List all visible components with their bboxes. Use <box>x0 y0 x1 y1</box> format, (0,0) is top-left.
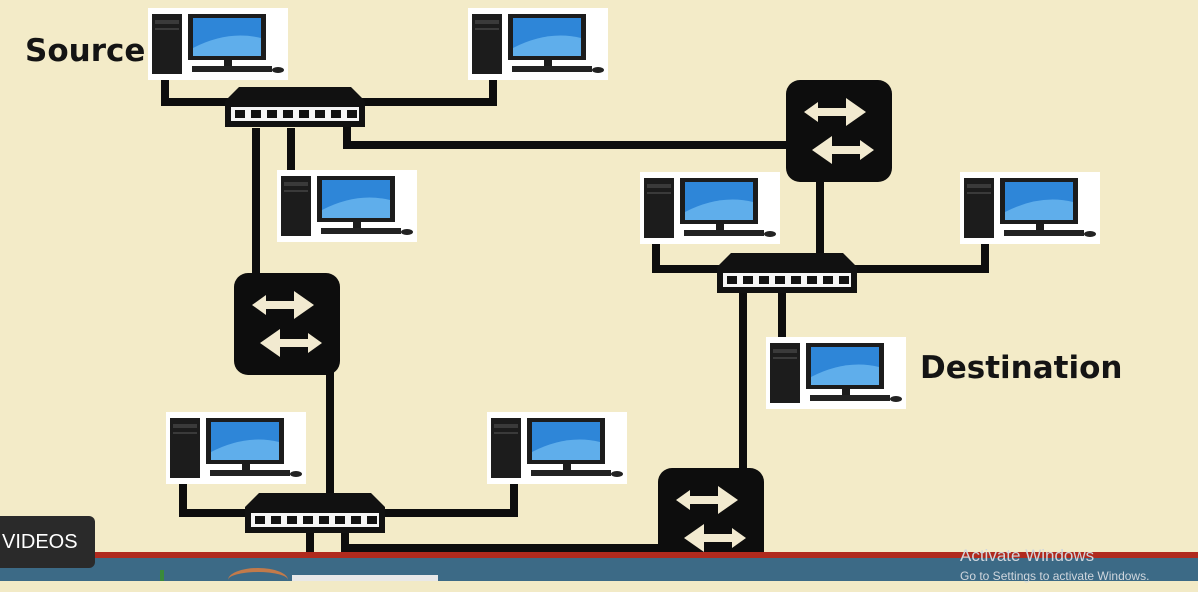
computer-icon <box>640 172 780 244</box>
computer-icon <box>960 172 1100 244</box>
computer-icon <box>166 412 306 484</box>
hub-icon <box>717 253 857 293</box>
destination-label: Destination <box>920 350 1123 386</box>
bottom-decoration <box>292 575 438 581</box>
network-cables <box>161 65 989 581</box>
hub-icon <box>245 493 385 533</box>
activate-windows-title: Activate Windows <box>960 546 1095 565</box>
destination-computer-icon <box>766 337 906 409</box>
bottom-decoration <box>228 568 288 592</box>
router-arrows-icon <box>234 273 340 375</box>
computer-icon <box>277 170 417 242</box>
source-label: Source <box>25 33 146 69</box>
videos-button[interactable]: VIDEOS <box>0 516 95 568</box>
bottom-decoration <box>160 570 164 581</box>
computer-icon <box>487 412 627 484</box>
video-progress-strip <box>0 552 1198 558</box>
computer-icon <box>468 8 608 80</box>
hub-icon <box>225 87 365 127</box>
router-arrows-icon <box>786 80 892 182</box>
activate-windows-subtitle: Go to Settings to activate Windows. <box>960 569 1150 583</box>
source-computer-icon <box>148 8 288 80</box>
